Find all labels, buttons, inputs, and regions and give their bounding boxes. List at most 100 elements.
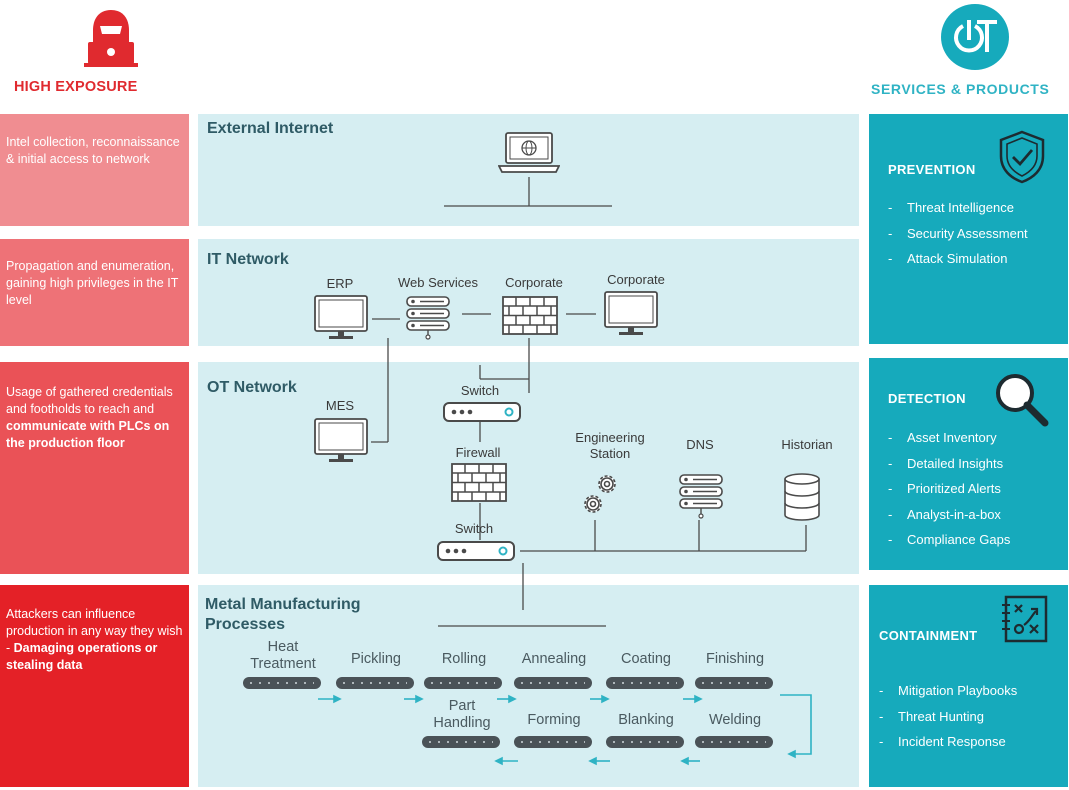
service-item-label: Incident Response (898, 734, 1006, 749)
process-label: Rolling (441, 651, 487, 667)
high-exposure-title: HIGH EXPOSURE (14, 79, 138, 95)
service-item: -Mitigation Playbooks (879, 683, 1018, 698)
service-item-label: Security Assessment (907, 225, 1028, 241)
historian-label: Historian (781, 437, 833, 452)
service-item: -Incident Response (879, 734, 1006, 749)
containment-list: -Mitigation Playbooks -Threat Hunting -I… (879, 683, 1017, 760)
firewall-label: Firewall (455, 445, 501, 460)
corporate-pc-label: Corporate (607, 272, 665, 287)
process-label: Blanking (618, 712, 674, 728)
dns-server-icon (679, 474, 723, 525)
exposure-it: Propagation and enumeration, gaining hig… (0, 239, 189, 346)
erp-label: ERP (326, 276, 354, 291)
conveyor-icon (422, 736, 500, 748)
layer-ot-network (198, 362, 859, 574)
external-internet-title: External Internet (207, 120, 334, 137)
service-item: -Analyst-in-a-box (888, 506, 1001, 522)
dns-label: DNS (686, 437, 714, 452)
service-item: -Asset Inventory (888, 430, 997, 445)
service-item-label: Compliance Gaps (907, 532, 1011, 547)
containment-title: CONTAINMENT (879, 628, 978, 643)
shield-check-icon (999, 130, 1045, 189)
exposure-it-text: Propagation and enumeration, gaining hig… (6, 259, 179, 307)
service-item-label: Threat Intelligence (907, 200, 1014, 215)
ot-network-title: OT Network (207, 379, 297, 396)
exposure-mfg-text: Attackers can influence production in an… (6, 607, 183, 655)
corporate-firewall-label: Corporate (505, 275, 563, 290)
database-icon (784, 473, 820, 526)
service-item: -Attack Simulation (888, 251, 1008, 266)
conveyor-icon (606, 677, 684, 689)
exposure-ot-text: Usage of gathered credentials and footho… (6, 385, 173, 416)
prevention-panel: PREVENTION -Threat Intelligence -Securit… (869, 114, 1068, 344)
service-item-label: Mitigation Playbooks (898, 683, 1018, 698)
prevention-list: -Threat Intelligence -Security Assessmen… (888, 200, 1028, 277)
process-label: Annealing (521, 651, 587, 667)
conveyor-icon (606, 736, 684, 748)
process-label: Treatment (250, 656, 316, 672)
detection-list: -Asset Inventory -Detailed Insights -Pri… (888, 430, 1010, 558)
service-item-label: Analyst-in-a-box (907, 506, 1001, 522)
switch-bottom-label: Switch (454, 521, 494, 536)
it-network-title: IT Network (207, 251, 289, 268)
containment-panel: CONTAINMENT -Mitigation Playbooks -Threa… (869, 585, 1068, 787)
mes-monitor-icon (314, 418, 368, 469)
corporate-monitor-icon (604, 291, 658, 342)
engineering-label-1: Engineering (575, 430, 645, 445)
conveyor-icon (514, 677, 592, 689)
exposure-manufacturing: Attackers can influence production in an… (0, 585, 189, 787)
exposure-external-text: Intel collection, reconnaissance & initi… (6, 135, 180, 166)
manufacturing-title-line2: Processes (205, 616, 286, 633)
switch-top-icon (443, 402, 521, 427)
detection-title: DETECTION (888, 391, 966, 406)
conveyor-icon (514, 736, 592, 748)
engineering-label-2: Station (589, 446, 631, 461)
prevention-title: PREVENTION (888, 162, 976, 177)
gears-icon (578, 470, 622, 523)
conveyor-icon (424, 677, 502, 689)
process-label: Heat (267, 639, 299, 655)
services-products-title: SERVICES & PRODUCTS (871, 81, 1050, 97)
service-item: -Threat Hunting (879, 708, 984, 724)
conveyor-icon (695, 736, 773, 748)
web-services-server-icon (406, 296, 450, 345)
corporate-firewall-icon (502, 296, 558, 341)
exposure-external: Intel collection, reconnaissance & initi… (0, 114, 189, 226)
service-item-label: Asset Inventory (907, 430, 997, 445)
ot-firewall-icon (451, 463, 507, 508)
service-item-label: Threat Hunting (898, 708, 984, 724)
manufacturing-title-line1: Metal Manufacturing (205, 596, 361, 613)
process-label: Pickling (351, 651, 401, 667)
magnifier-icon (994, 372, 1050, 433)
service-item-label: Detailed Insights (907, 455, 1004, 471)
erp-monitor-icon (314, 295, 368, 346)
conveyor-icon (695, 677, 773, 689)
process-label: Forming (527, 712, 581, 728)
hacker-icon (80, 8, 142, 68)
conveyor-icon (336, 677, 414, 689)
mes-label: MES (325, 398, 355, 413)
laptop-icon (497, 132, 561, 178)
process-label: Finishing (705, 651, 765, 667)
service-item-label: Prioritized Alerts (907, 481, 1001, 496)
service-item: -Threat Intelligence (888, 200, 1014, 215)
service-item: -Security Assessment (888, 225, 1028, 241)
process-label: Part (448, 698, 476, 714)
service-item: -Detailed Insights (888, 455, 1004, 471)
process-label: Welding (708, 712, 762, 728)
service-item: -Prioritized Alerts (888, 481, 1001, 496)
switch-top-label: Switch (460, 383, 500, 398)
web-services-label: Web Services (398, 275, 478, 290)
process-label: Coating (621, 651, 671, 667)
exposure-mfg-bold: Damaging operations or stealing data (6, 641, 158, 672)
detection-panel: DETECTION -Asset Inventory -Detailed Ins… (869, 358, 1068, 570)
conveyor-icon (243, 677, 321, 689)
playbook-icon (1000, 595, 1048, 648)
exposure-ot-bold: communicate with PLCs on the production … (6, 419, 170, 450)
exposure-ot: Usage of gathered credentials and footho… (0, 362, 189, 574)
service-item: -Compliance Gaps (888, 532, 1011, 547)
service-item-label: Attack Simulation (907, 251, 1008, 266)
ot-logo (941, 4, 1009, 70)
switch-bottom-icon (437, 541, 515, 566)
